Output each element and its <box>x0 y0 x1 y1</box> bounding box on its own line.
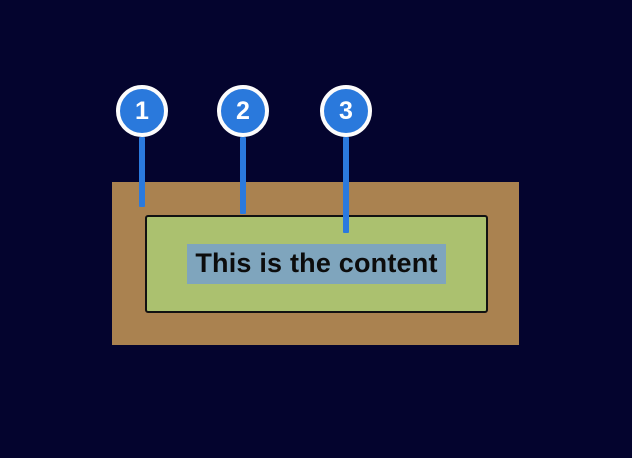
callout-marker-2-border[interactable]: 2 <box>217 85 269 137</box>
callout-marker-3-padding[interactable]: 3 <box>320 85 372 137</box>
callout-marker-2-label: 2 <box>236 96 250 125</box>
border-and-padding-box: This is the content <box>145 215 488 313</box>
content-text: This is the content <box>187 244 446 284</box>
callout-line-1 <box>139 137 145 207</box>
callout-line-3 <box>343 137 349 233</box>
callout-line-2 <box>240 137 246 214</box>
callout-marker-1-margin[interactable]: 1 <box>116 85 168 137</box>
callout-marker-3-label: 3 <box>339 96 353 125</box>
callout-marker-1-label: 1 <box>135 96 149 125</box>
